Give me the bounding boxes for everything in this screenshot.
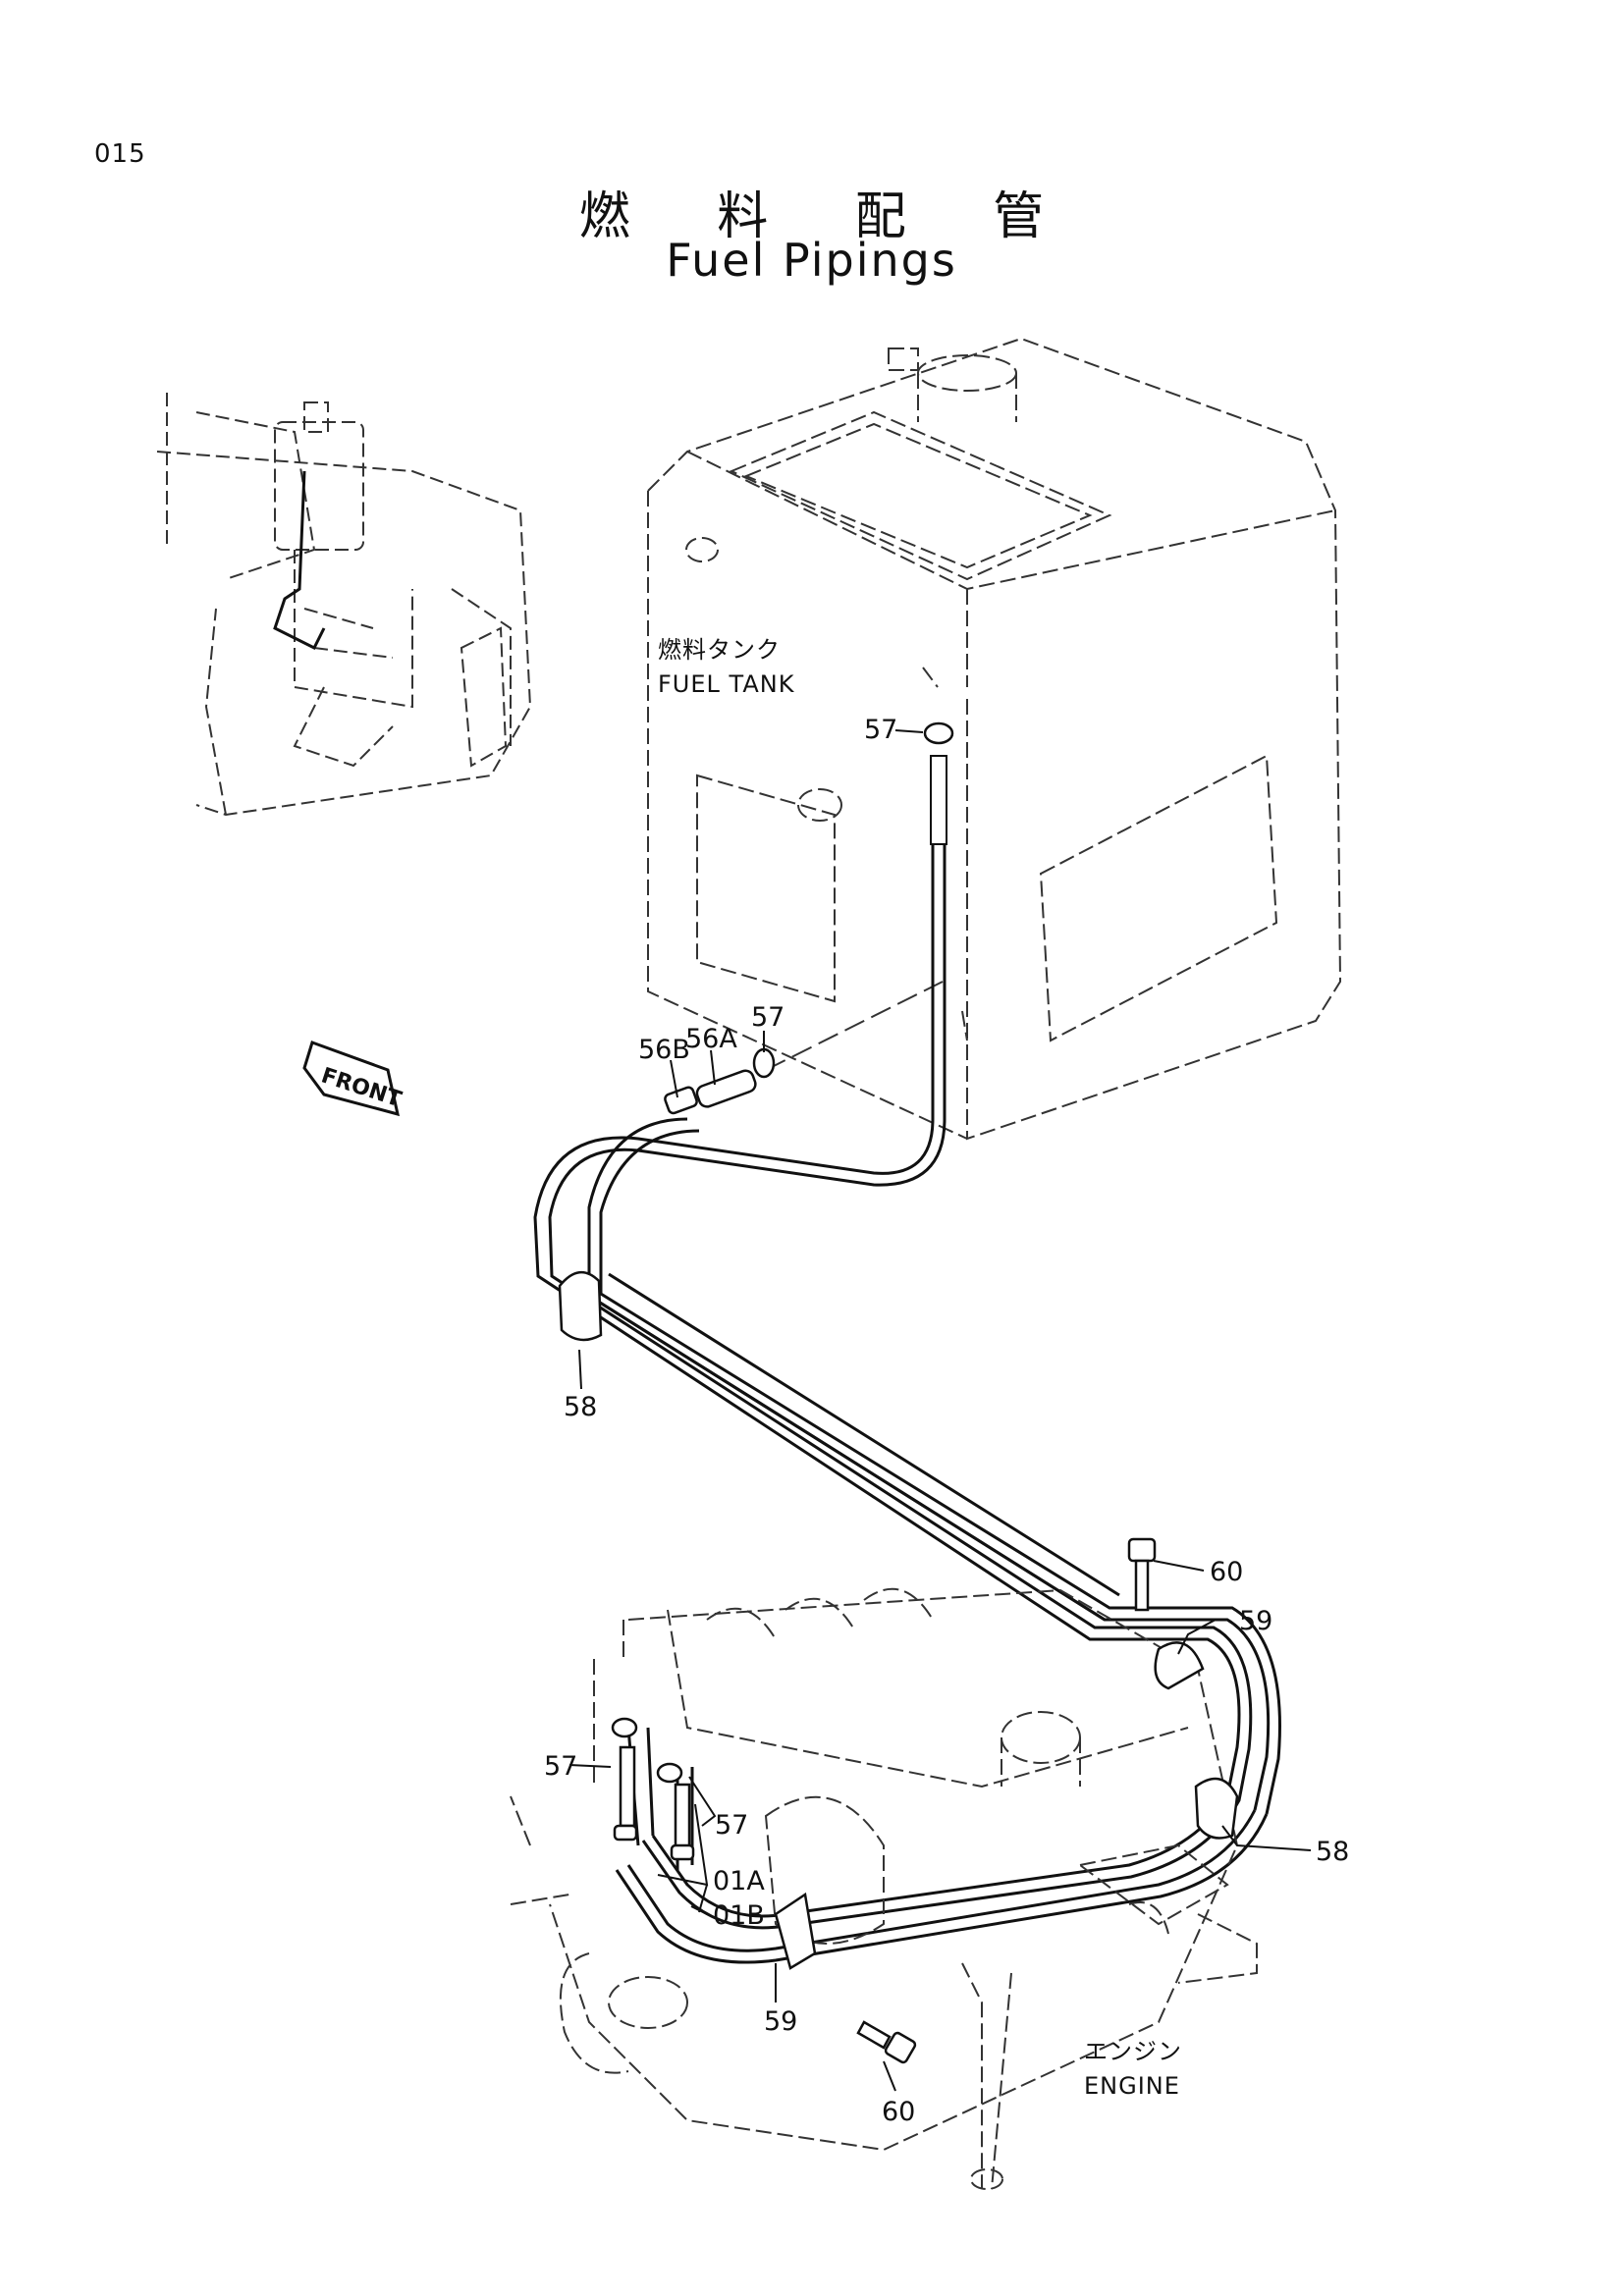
callout-01a: 01A <box>713 1866 765 1896</box>
tank-outlet-pipe <box>930 755 947 845</box>
fuel-tank-illustration <box>647 337 1342 1141</box>
clamp-57-engine-b <box>656 1762 683 1784</box>
engine-label-jp: エンジン <box>1084 2038 1182 2065</box>
callout-60-top: 60 <box>1210 1557 1243 1587</box>
callout-57-engine-b: 57 <box>715 1810 748 1841</box>
clip-58-right <box>1194 1777 1239 1840</box>
callout-57-top: 57 <box>864 715 897 745</box>
callout-59-bottom: 59 <box>764 2006 797 2037</box>
clip-59-bottom <box>774 1892 817 1970</box>
machine-overview-illustration <box>156 393 532 817</box>
connector-56 <box>664 1069 757 1115</box>
fuel-hose-lines <box>533 756 1281 1964</box>
callout-58-left: 58 <box>564 1392 597 1422</box>
page-title-english: Fuel Pipings <box>666 234 957 287</box>
callout-60-bottom: 60 <box>882 2097 915 2127</box>
callout-58-right: 58 <box>1316 1837 1349 1867</box>
front-direction-arrow: FRONT <box>302 1041 405 1117</box>
clip-58-left <box>558 1271 603 1342</box>
callout-leaders <box>568 729 1312 2092</box>
clamp-57-mid <box>752 1047 776 1079</box>
fuel-tank-label-jp: 燃料タンク <box>658 636 781 664</box>
overview-fuel-line <box>273 470 326 651</box>
callout-56a: 56A <box>685 1024 737 1054</box>
bolt-60-top <box>1127 1537 1157 1612</box>
clamp-57-engine-a <box>611 1717 638 1738</box>
engine-connectors <box>613 1745 695 1861</box>
fuel-tank-label-en: FUEL TANK <box>658 670 795 698</box>
callout-57-engine-a: 57 <box>544 1751 577 1782</box>
callout-56b: 56B <box>638 1035 690 1065</box>
callout-01b: 01B <box>713 1900 765 1931</box>
bolt-60-bottom <box>856 2020 917 2064</box>
page-number: 015 <box>94 139 146 169</box>
clip-59-top <box>1154 1641 1205 1690</box>
clamp-57-top <box>923 721 954 745</box>
engine-label-en: ENGINE <box>1084 2072 1180 2100</box>
callout-57-mid: 57 <box>751 1002 784 1033</box>
engine-illustration <box>510 1587 1258 2190</box>
leader-dashed <box>765 981 944 1071</box>
page-title-japanese: 燃 料 配 管 <box>578 187 1080 246</box>
callout-59-top: 59 <box>1239 1606 1272 1636</box>
